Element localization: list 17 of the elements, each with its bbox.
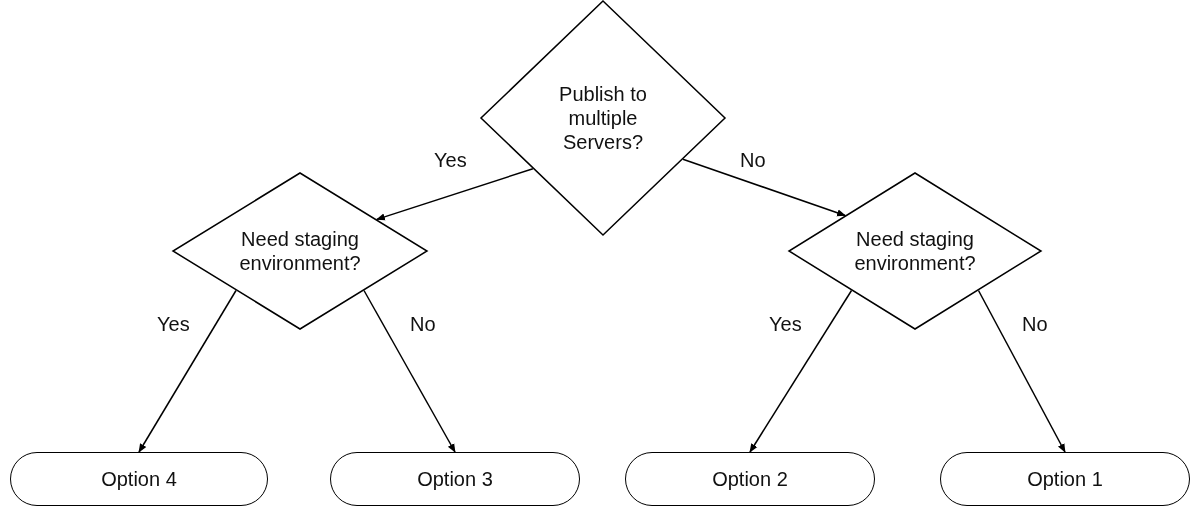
node-text: Option 4 — [101, 467, 177, 491]
terminal-box — [330, 452, 580, 506]
node-text: Option 3 — [417, 467, 493, 491]
arrow — [375, 168, 534, 221]
arrow — [977, 289, 1066, 453]
terminal-box — [10, 452, 268, 506]
terminal-box — [625, 452, 875, 506]
arrow — [138, 289, 237, 453]
node-text: Need staging environment? — [238, 227, 362, 275]
terminal-box — [940, 452, 1190, 506]
arrow — [363, 289, 456, 453]
node-text: Publish to multiple Servers? — [558, 82, 648, 154]
node-text: Option 1 — [1027, 467, 1103, 491]
arrow — [682, 158, 846, 217]
arrow — [749, 289, 853, 453]
node-text: Option 2 — [712, 467, 788, 491]
node-text: Need staging environment? — [853, 227, 977, 275]
